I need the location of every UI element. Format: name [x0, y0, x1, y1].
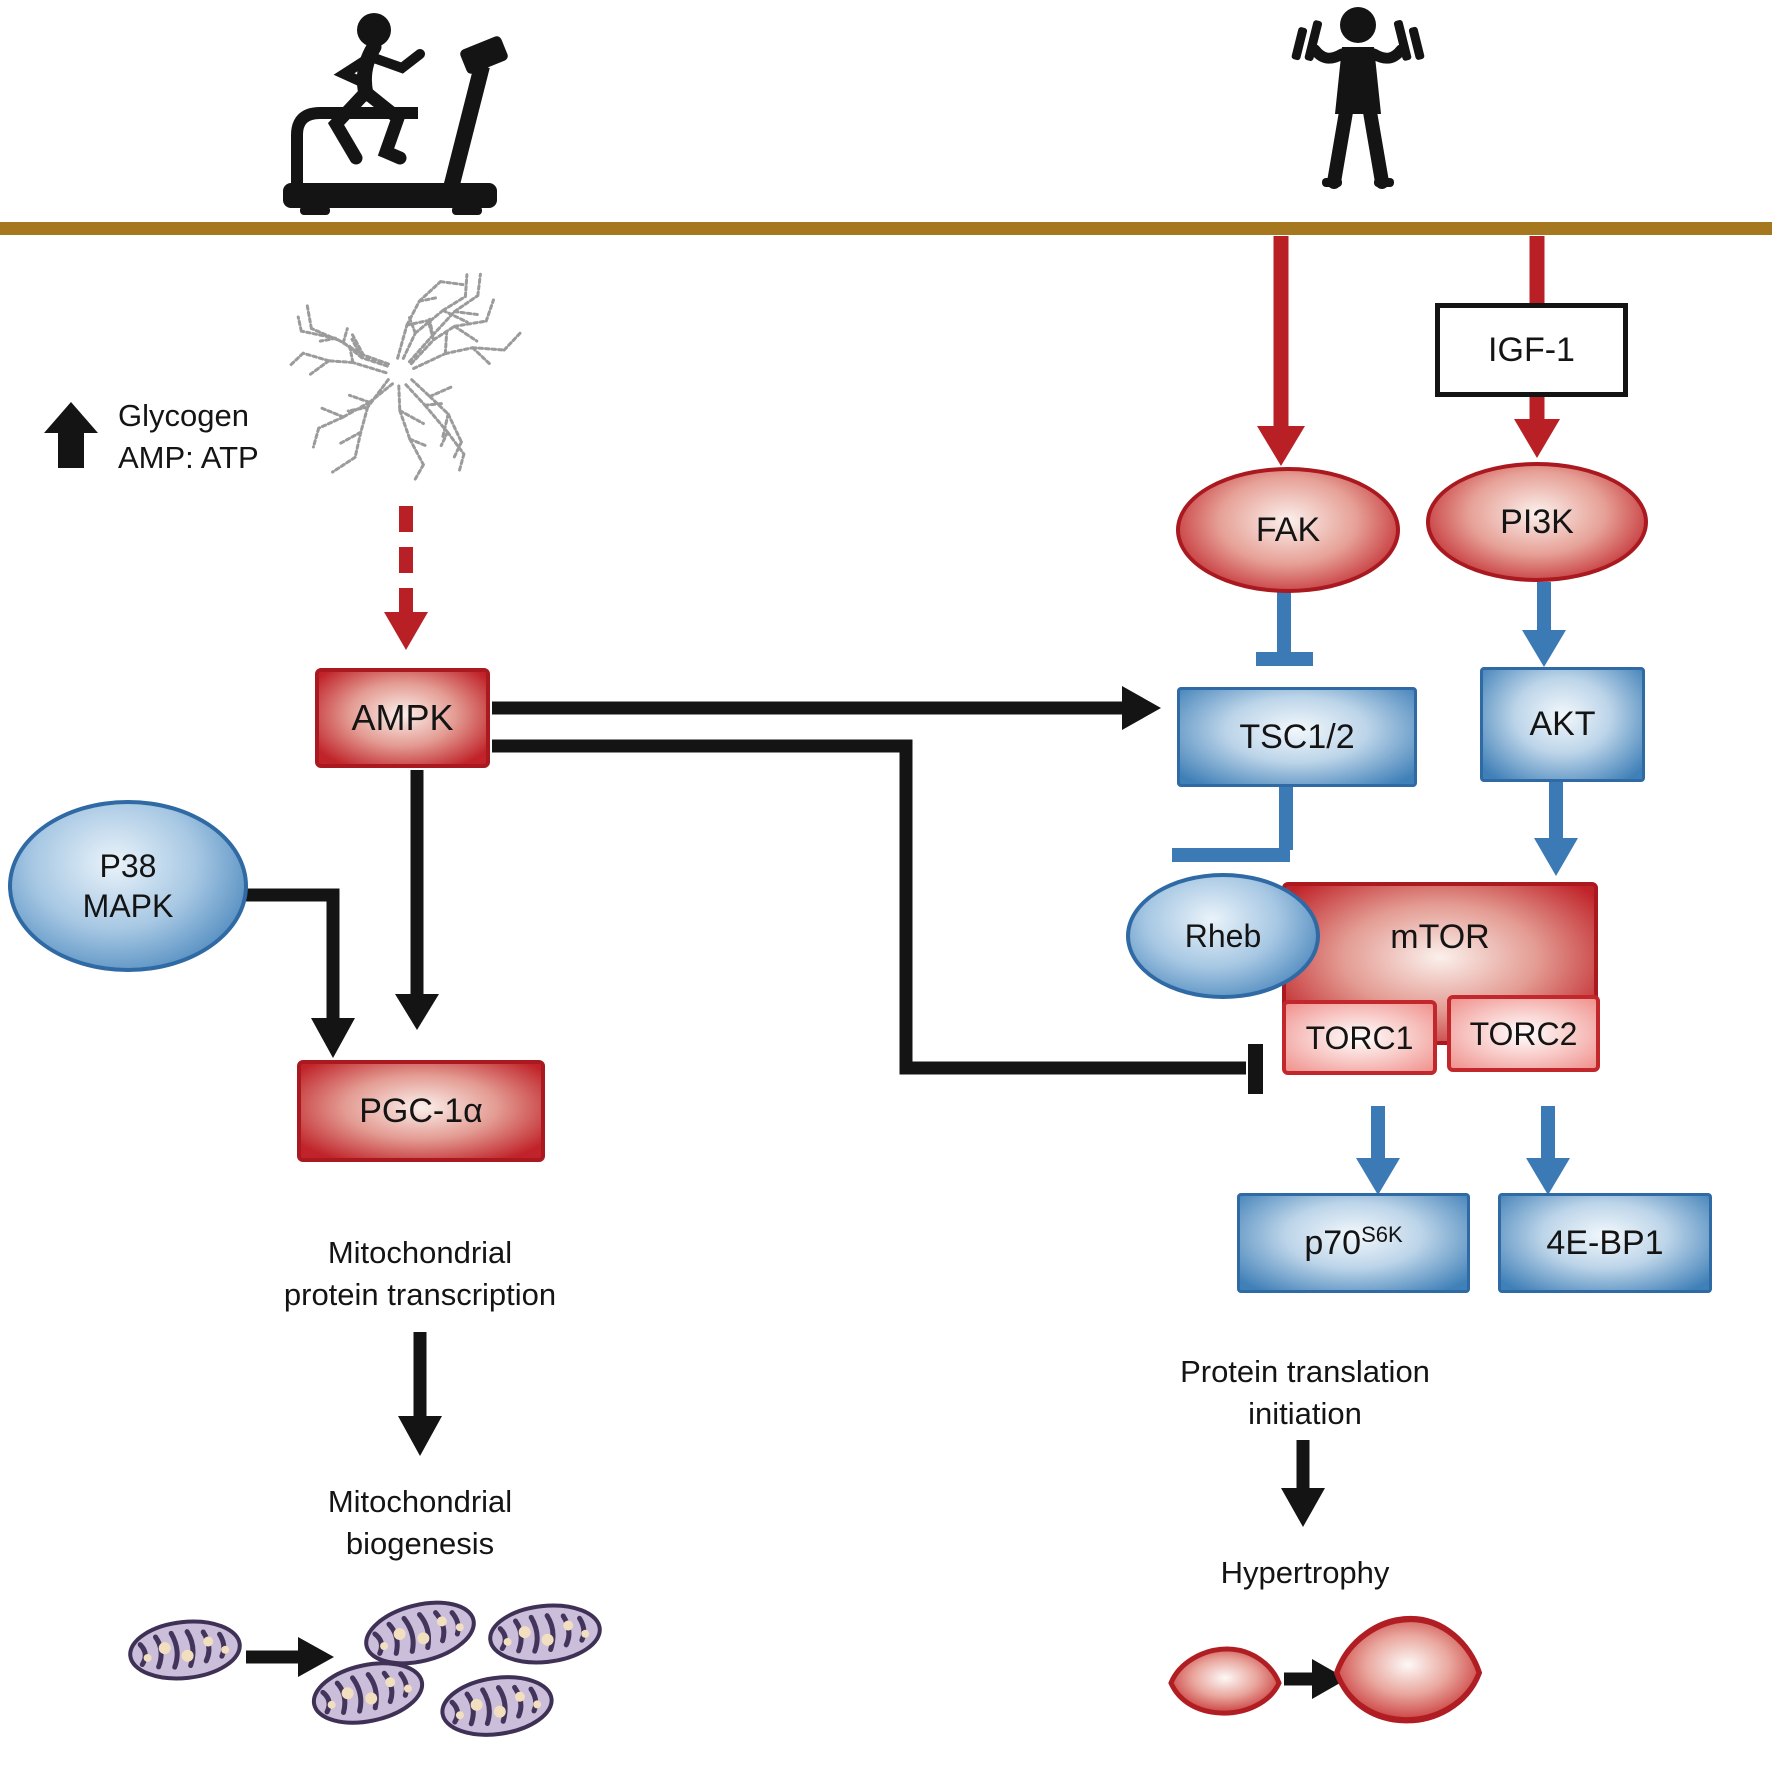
- hypertrophy-label: Hypertrophy: [1220, 1555, 1390, 1590]
- fak-node: FAK: [1176, 467, 1400, 593]
- mitochondria-increase-arrow: [246, 1637, 334, 1677]
- ampk-to-pgc1a-arrow: [395, 770, 439, 1030]
- amp-atp-label: AMP: ATP: [118, 440, 259, 475]
- mitochondria-cluster-icon: [308, 1593, 602, 1742]
- mito-biogenesis-label: Mitochondrial biogenesis: [327, 1484, 513, 1561]
- pi3k-to-akt-arrow: [1522, 582, 1566, 667]
- pgc1a-node: PGC-1α: [297, 1060, 545, 1162]
- akt-to-mtor-arrow: [1534, 782, 1578, 876]
- increase-arrow-icon: [44, 402, 98, 468]
- pi3k-node: PI3K: [1426, 462, 1648, 582]
- ampk-node: AMPK: [315, 668, 490, 768]
- torc2-to-4ebp1-arrow: [1526, 1106, 1570, 1195]
- muscle-fiber-small-icon: [1171, 1649, 1279, 1713]
- rheb-node: Rheb: [1126, 873, 1320, 999]
- protein-translation-label: Protein translation initiation: [1180, 1354, 1430, 1431]
- tsc-inhibits-rheb-tbar: [1172, 787, 1293, 862]
- ampk-to-tsc-arrow: [492, 686, 1161, 730]
- torc2-node: TORC2: [1447, 995, 1600, 1072]
- tsc12-node: TSC1/2: [1177, 687, 1417, 787]
- muscle-fiber-large-icon: [1337, 1619, 1480, 1720]
- fak-inhibits-tsc-tbar: [1256, 592, 1313, 666]
- transcription-to-biogenesis-arrow: [398, 1332, 442, 1456]
- torc1-node: TORC1: [1282, 1000, 1437, 1075]
- mito-transcription-label: Mitochondrial protein transcription: [283, 1235, 557, 1312]
- glycogen-label: Glycogen: [118, 398, 249, 433]
- fourebp1-node: 4E-BP1: [1498, 1193, 1712, 1293]
- ampk-to-torc1-inhibition: [492, 739, 1263, 1094]
- muscle-growth-arrow: [1284, 1659, 1347, 1699]
- stretch-to-fak-arrow: [1257, 236, 1305, 466]
- mitochondrion-icon: [127, 1616, 242, 1683]
- torc1-to-p70-arrow: [1356, 1106, 1400, 1195]
- akt-node: AKT: [1480, 667, 1645, 782]
- igf1-node: IGF-1: [1435, 303, 1628, 397]
- treadmill-runner-icon: [283, 13, 508, 215]
- p70s6k-node: p70S6K: [1237, 1193, 1470, 1293]
- p38-to-pgc1a-arrow: [242, 888, 355, 1058]
- glycogen-to-ampk-arrow: [384, 506, 428, 650]
- glycogen-structure-icon: [289, 272, 523, 482]
- translation-to-hypertrophy-arrow: [1281, 1440, 1325, 1527]
- ground-line: [0, 222, 1772, 235]
- weightlifter-icon: [1291, 7, 1425, 189]
